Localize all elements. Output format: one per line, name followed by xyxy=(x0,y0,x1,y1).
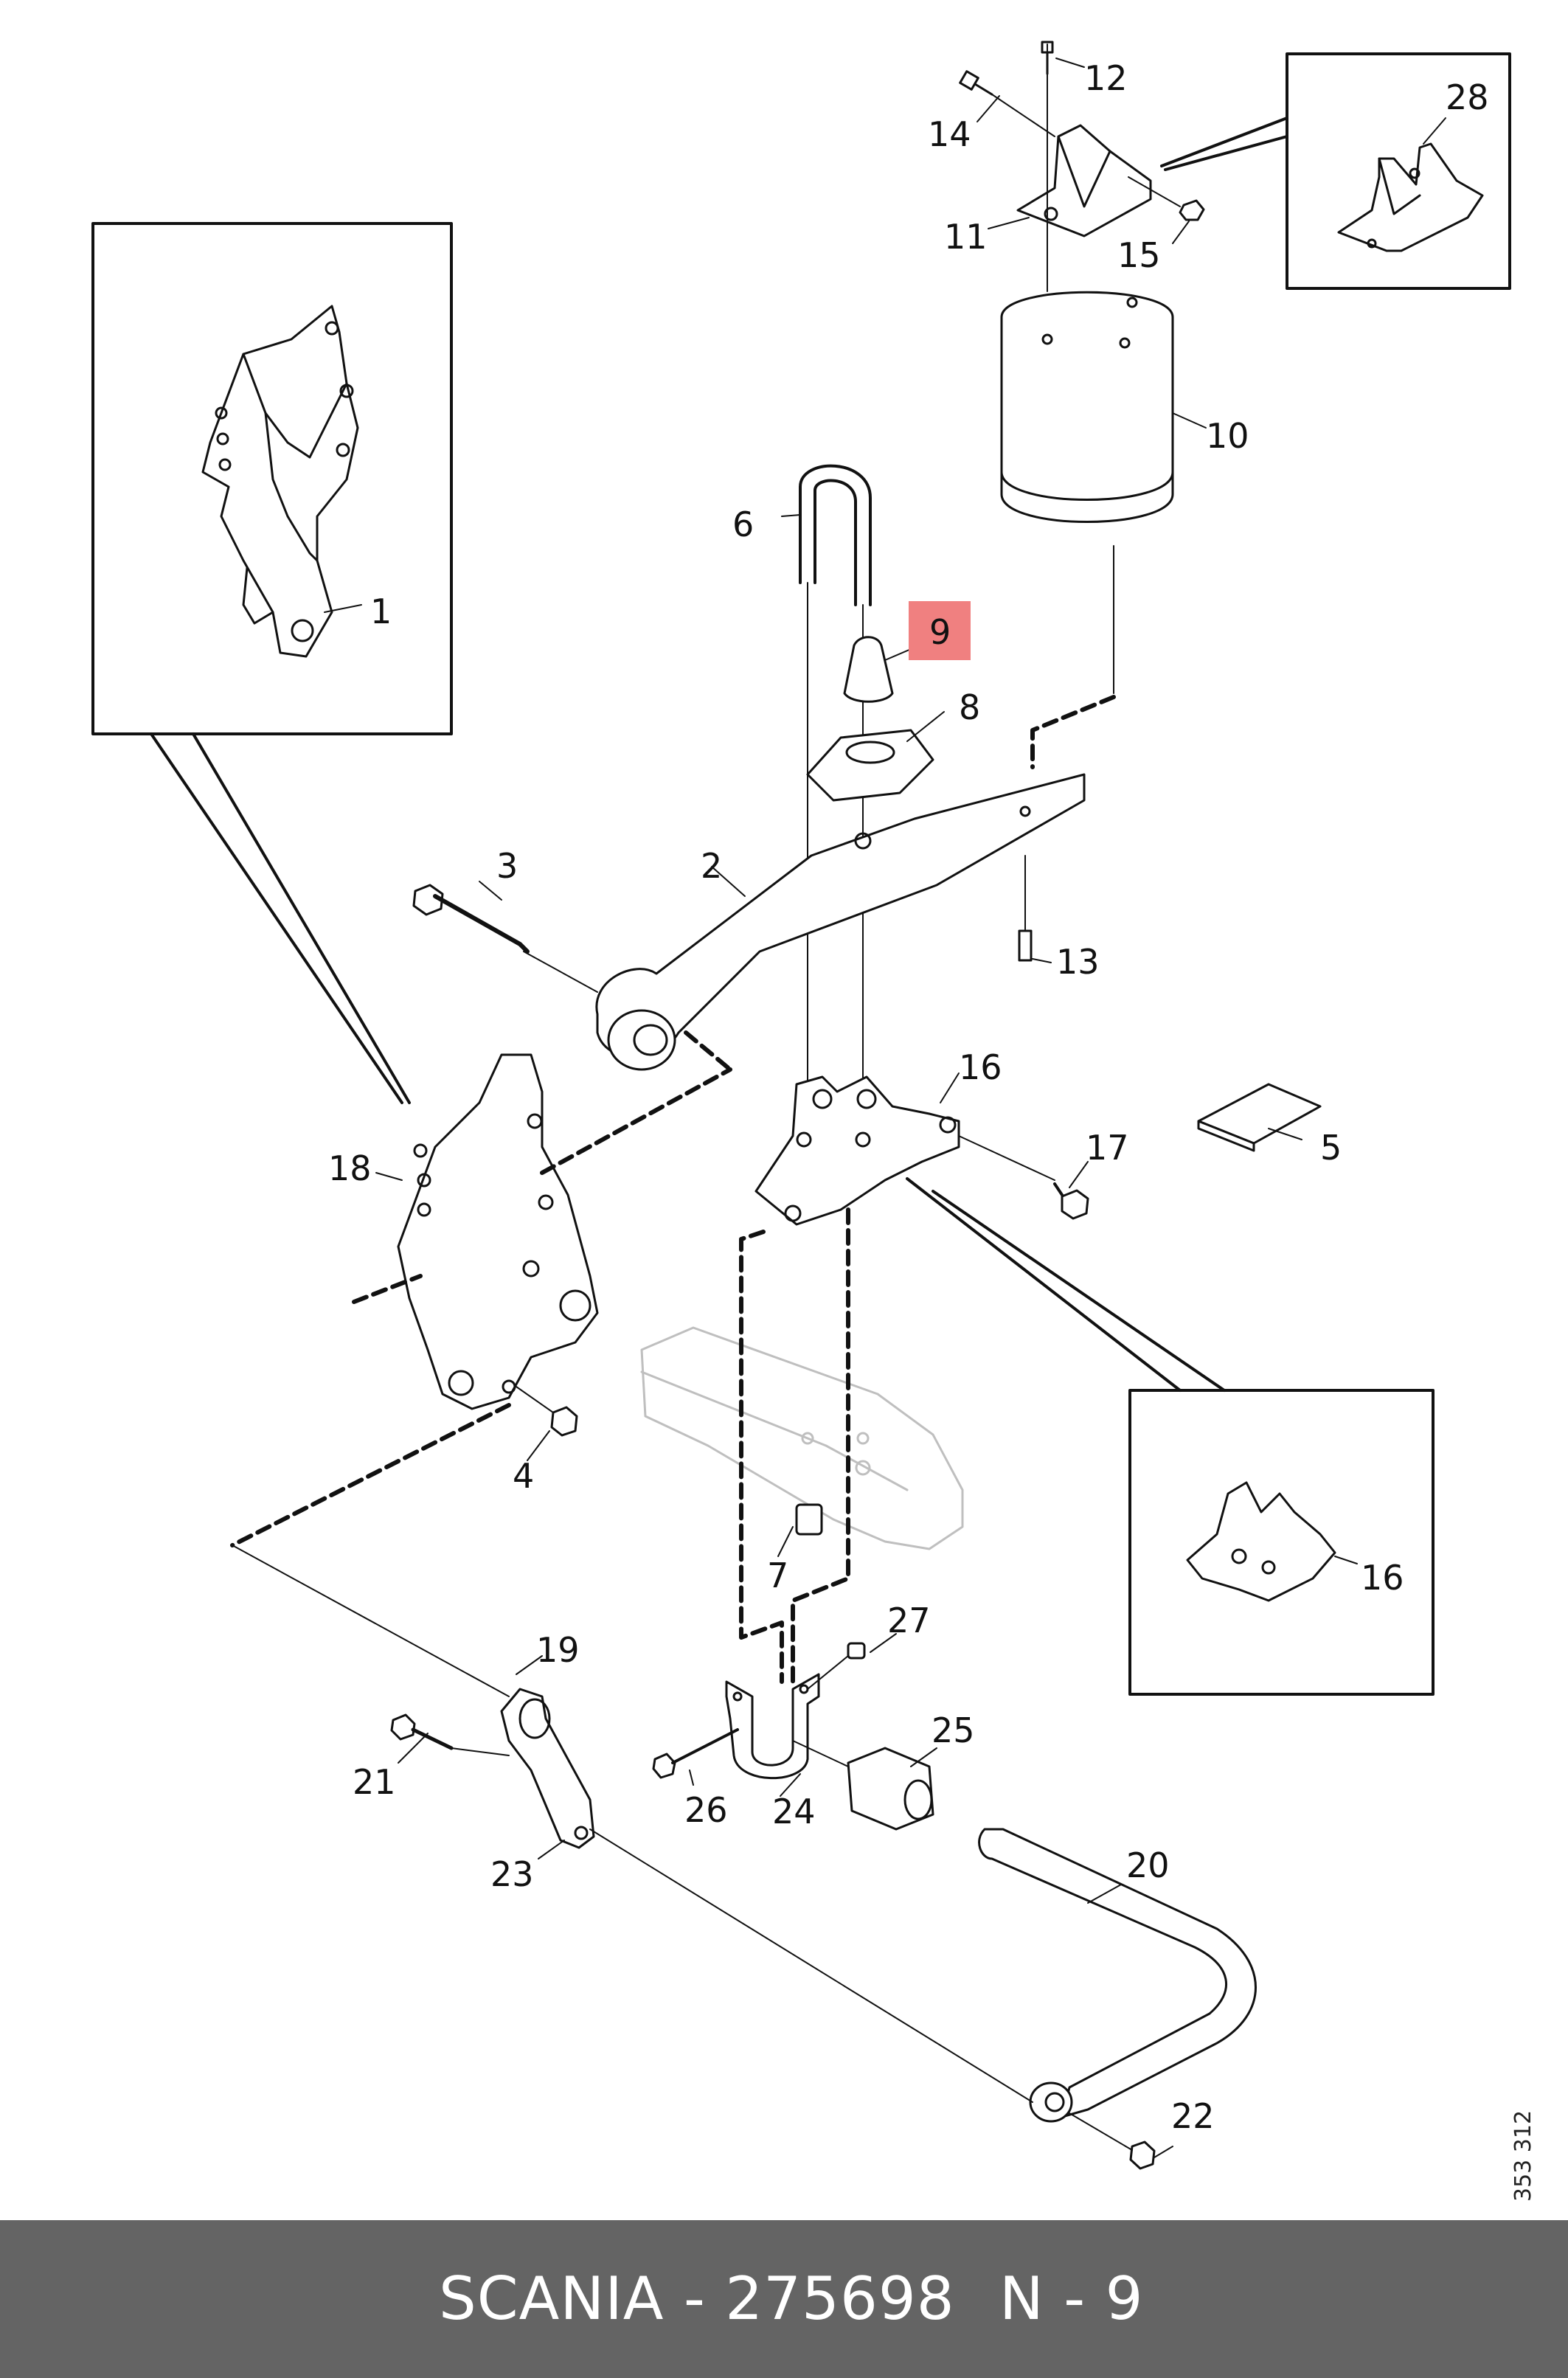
callout-4: 4 xyxy=(513,1456,534,1496)
inset-bracket-16 xyxy=(906,1177,1435,1696)
highlight-box xyxy=(909,601,971,660)
part-7-nut xyxy=(795,1503,823,1536)
callout-19: 19 xyxy=(536,1630,580,1670)
part-15-nut xyxy=(1128,176,1205,221)
callout-10: 10 xyxy=(1206,416,1249,456)
part-17-bolt xyxy=(1053,1182,1089,1220)
callout-7: 7 xyxy=(767,1556,788,1595)
callout-9: 9 xyxy=(929,612,951,652)
callout-25: 25 xyxy=(932,1710,975,1750)
parts-diagram: 1 2 3 4 5 6 7 8 9 10 11 12 13 14 15 16 1… xyxy=(91,41,1511,2170)
callout-22: 22 xyxy=(1171,2096,1215,2136)
callout-18: 18 xyxy=(328,1148,372,1188)
part-6-u-bolt xyxy=(799,464,872,1144)
callout-8: 8 xyxy=(959,687,980,727)
callout-3: 3 xyxy=(496,846,518,886)
footer-bar: SCANIA - 275698 N - 9 xyxy=(0,2220,1568,2378)
part-25-bushing xyxy=(792,1740,934,1831)
part-27-nut xyxy=(807,1642,866,1690)
callout-17: 17 xyxy=(1086,1128,1129,1168)
part-2-leaf-spring xyxy=(595,773,1086,1072)
callout-27: 27 xyxy=(887,1601,931,1640)
callout-labels: 1 2 3 4 5 6 7 8 9 10 11 12 13 14 15 16 1… xyxy=(328,58,1489,2136)
callout-11: 11 xyxy=(944,217,988,257)
callout-13: 13 xyxy=(1056,942,1100,982)
inset-bracket-1 xyxy=(91,222,453,1104)
part-9-bump-stop xyxy=(843,636,894,703)
footer-position: N - 9 xyxy=(999,2264,1144,2333)
assembly-guides xyxy=(739,1207,850,1684)
callout-21: 21 xyxy=(353,1762,396,1802)
part-5-shim xyxy=(1197,1083,1322,1152)
callout-1: 1 xyxy=(370,592,392,631)
callout-24: 24 xyxy=(772,1792,816,1831)
callout-15: 15 xyxy=(1117,235,1161,275)
leader-lines xyxy=(375,58,1302,2158)
callout-14: 14 xyxy=(928,114,971,154)
footer-brand-part: SCANIA - 275698 xyxy=(439,2264,955,2333)
part-11-plate xyxy=(1016,44,1152,292)
inset-bracket-28 xyxy=(1160,52,1511,290)
callout-20: 20 xyxy=(1126,1845,1170,1885)
part-24-bracket xyxy=(725,1673,820,1780)
part-4-nut xyxy=(516,1386,578,1437)
part-3-bolt xyxy=(412,884,598,993)
callout-16-inset: 16 xyxy=(1361,1558,1404,1598)
part-10-air-spring xyxy=(1000,291,1174,769)
callout-26: 26 xyxy=(684,1790,728,1830)
part-8-seat xyxy=(806,729,934,802)
part-22-nut xyxy=(1069,2112,1156,2170)
part-23-link xyxy=(232,1545,1033,2103)
part-21-bolt xyxy=(390,1713,510,1756)
callout-23: 23 xyxy=(490,1854,534,1894)
part-13-bolt xyxy=(1018,855,1033,962)
callout-6: 6 xyxy=(732,505,754,544)
part-14-bolt xyxy=(959,70,1055,137)
part-16-bracket xyxy=(754,1075,1055,1226)
part-20-stabilizer-bar xyxy=(978,1828,1257,2123)
callout-5: 5 xyxy=(1320,1128,1342,1168)
document-number: 353 312 xyxy=(1510,2110,1536,2202)
callout-12: 12 xyxy=(1084,58,1128,98)
part-12-bolt xyxy=(1041,41,1054,75)
part-18-frame-bracket xyxy=(230,1053,732,1547)
callout-28: 28 xyxy=(1446,77,1489,117)
callout-2: 2 xyxy=(701,846,722,886)
part-26-bolt xyxy=(652,1728,739,1779)
callout-16: 16 xyxy=(959,1047,1002,1087)
